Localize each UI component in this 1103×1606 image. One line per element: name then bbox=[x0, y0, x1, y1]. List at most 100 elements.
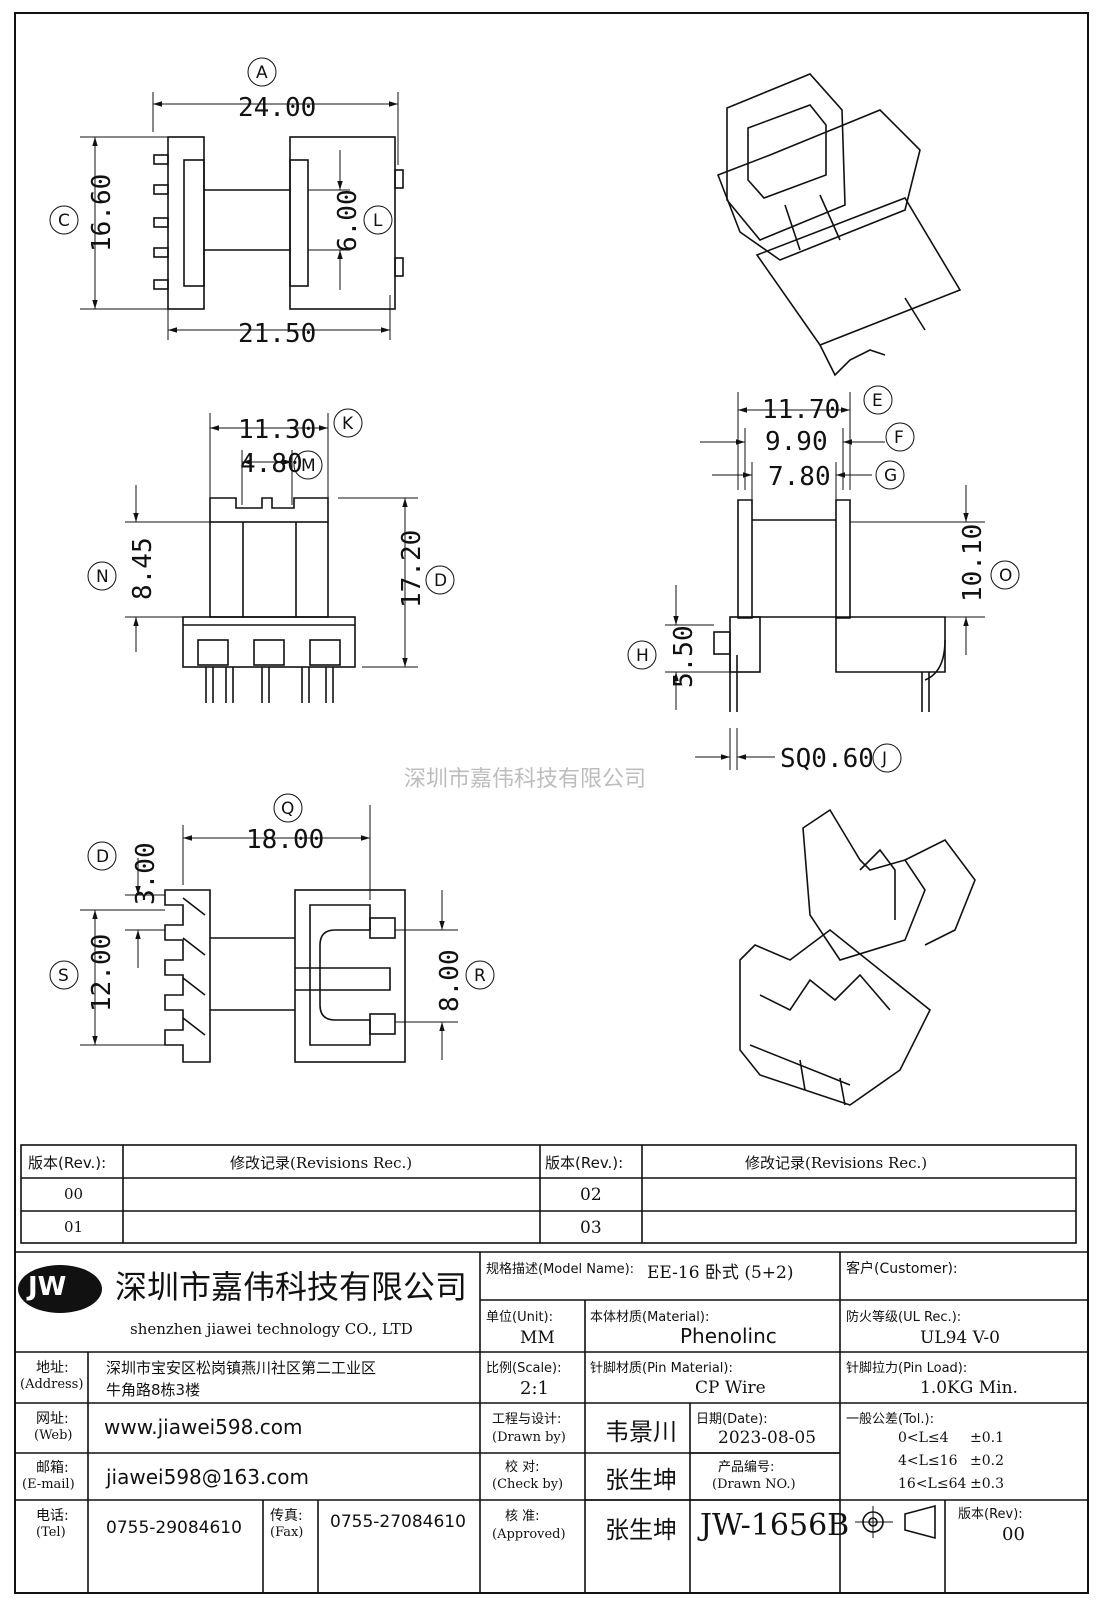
rev-row-0-left: 00 bbox=[64, 1185, 84, 1203]
customer-label: 客户(Customer): bbox=[846, 1261, 958, 1277]
side-view: 11.70 E 9.90 F 7.80 G 10.10 O bbox=[627, 385, 1020, 774]
tel-label-en: (Tel) bbox=[36, 1525, 66, 1540]
web-label: 网址: bbox=[36, 1411, 69, 1427]
tol-val-1: ±0.2 bbox=[970, 1453, 1004, 1469]
tol-val-0: ±0.1 bbox=[970, 1430, 1004, 1446]
rev-row-0-right: 02 bbox=[580, 1185, 602, 1205]
rev-row-1-left: 01 bbox=[64, 1218, 84, 1236]
bottom-view: 18.00 Q 3.00 D 12.00 S 8.00 bbox=[49, 793, 495, 1063]
dim-n-value: 8.45 bbox=[128, 537, 158, 600]
dim-q-value: 18.00 bbox=[246, 825, 324, 855]
tol-range-1: 4<L≤16 bbox=[898, 1453, 958, 1469]
drawn-label: 工程与设计: bbox=[492, 1412, 562, 1427]
email-link[interactable]: jiawei598@163.com bbox=[106, 1465, 310, 1489]
pin-material-value: CP Wire bbox=[695, 1378, 766, 1398]
material-label: 本体材质(Material): bbox=[590, 1310, 710, 1325]
rev-col-header-right: 版本(Rev.): bbox=[545, 1154, 624, 1172]
date-label: 日期(Date): bbox=[696, 1412, 768, 1427]
scale-label: 比例(Scale): bbox=[486, 1361, 562, 1376]
tol-range-0: 0<L≤4 bbox=[898, 1430, 949, 1446]
drawing-number: JW-1656B bbox=[700, 1508, 850, 1543]
dim-o-value: 10.10 bbox=[958, 524, 988, 602]
callout-d-bottom-letter: D bbox=[96, 847, 109, 867]
callout-o-letter: O bbox=[999, 566, 1012, 586]
address-label-en: (Address) bbox=[20, 1377, 84, 1392]
check-by-value: 张生坤 bbox=[605, 1466, 677, 1494]
pin-material-label: 针脚材质(Pin Material): bbox=[590, 1361, 733, 1376]
approved-label: 核 准: bbox=[505, 1509, 540, 1524]
drawn-by-value: 韦景川 bbox=[605, 1418, 677, 1446]
dim-f-value: 9.90 bbox=[765, 427, 828, 457]
callout-q-letter: Q bbox=[281, 799, 294, 819]
rec-col-header-right: 修改记录(Revisions Rec.) bbox=[745, 1154, 928, 1172]
company-name-cn: 深圳市嘉伟科技有限公司 bbox=[115, 1268, 468, 1306]
dim-c-value: 16.60 bbox=[87, 174, 117, 252]
watermark: 深圳市嘉伟科技有限公司 bbox=[404, 767, 646, 792]
dim-g-value: 7.80 bbox=[768, 462, 831, 492]
rev-col-header-left: 版本(Rev.): bbox=[28, 1154, 107, 1172]
drawn-no-label: 产品编号: bbox=[718, 1460, 775, 1475]
tel-label: 电话: bbox=[36, 1508, 69, 1524]
callout-n-letter: N bbox=[96, 567, 109, 587]
top-view: 24.00 A 16.60 C 6.00 L 21 bbox=[49, 57, 404, 349]
callout-d-side-letter: D bbox=[434, 571, 447, 591]
company-logo: JW bbox=[28, 1272, 67, 1302]
isometric-view-2 bbox=[739, 808, 976, 1106]
unit-value: MM bbox=[520, 1328, 555, 1348]
fax-label: 传真: bbox=[270, 1508, 303, 1524]
dim-d-bottom-value: 3.00 bbox=[131, 842, 161, 905]
callout-h-letter: H bbox=[636, 646, 649, 666]
tol-range-2: 16<L≤64 bbox=[898, 1476, 967, 1492]
revision-table bbox=[20, 1144, 1077, 1244]
title-block-grid bbox=[14, 1251, 1089, 1594]
callout-a-letter: A bbox=[256, 63, 268, 83]
date-value: 2023-08-05 bbox=[718, 1428, 817, 1448]
ul-label: 防火等级(UL Rec.): bbox=[846, 1310, 962, 1325]
company-name-en: shenzhen jiawei technology CO., LTD bbox=[130, 1320, 413, 1338]
dim-s-value: 12.00 bbox=[87, 934, 117, 1012]
address-line-1: 深圳市宝安区松岗镇燕川社区第二工业区 bbox=[106, 1359, 377, 1377]
callout-r-letter: R bbox=[474, 966, 486, 986]
rev-label: 版本(Rev): bbox=[958, 1507, 1023, 1522]
scale-value: 2:1 bbox=[520, 1378, 549, 1399]
callout-m-letter: M bbox=[301, 456, 316, 476]
email-label: 邮箱: bbox=[36, 1460, 69, 1476]
tol-label: 一般公差(Tol.): bbox=[846, 1412, 934, 1427]
pin-load-label: 针脚拉力(Pin Load): bbox=[846, 1361, 968, 1376]
callout-f-letter: F bbox=[894, 428, 904, 448]
check-label-en: (Check by) bbox=[492, 1477, 564, 1492]
approved-label-en: (Approved) bbox=[492, 1527, 566, 1542]
dim-e-value: 11.70 bbox=[762, 395, 840, 425]
approved-by-value: 张生坤 bbox=[605, 1516, 677, 1544]
drawing-sheet bbox=[14, 12, 1089, 1594]
fax-label-en: (Fax) bbox=[270, 1525, 304, 1540]
callout-e-letter: E bbox=[872, 391, 883, 411]
callout-l-letter: L bbox=[373, 211, 383, 231]
fax-value: 0755-27084610 bbox=[330, 1512, 466, 1532]
dim-h-value: 5.50 bbox=[669, 625, 699, 688]
pin-load-value: 1.0KG Min. bbox=[920, 1378, 1018, 1398]
unit-label: 单位(Unit): bbox=[486, 1310, 553, 1325]
web-label-en: (Web) bbox=[34, 1428, 73, 1443]
drawn-no-label-en: (Drawn NO.) bbox=[712, 1477, 796, 1492]
address-label: 地址: bbox=[36, 1360, 69, 1376]
dim-a-value: 24.00 bbox=[238, 93, 316, 123]
dim-l-value: 6.00 bbox=[333, 189, 363, 252]
callout-g-letter: G bbox=[884, 466, 897, 486]
dim-j-value: SQ0.60 bbox=[780, 744, 874, 774]
tel-value: 0755-29084610 bbox=[106, 1518, 242, 1538]
front-view: 11.30 K 4.80 M 8.45 N 17.20 bbox=[87, 408, 455, 703]
ul-value: UL94 V-0 bbox=[920, 1328, 1000, 1348]
callout-a-circle bbox=[247, 57, 277, 87]
material-value: Phenolinc bbox=[680, 1324, 777, 1348]
callout-j-letter: J bbox=[881, 749, 887, 769]
isometric-view-1 bbox=[716, 73, 962, 377]
model-label: 规格描述(Model Name): bbox=[486, 1262, 635, 1277]
drawn-label-en: (Drawn by) bbox=[492, 1430, 566, 1445]
dim-m-value: 4.80 bbox=[240, 449, 303, 479]
callout-k-letter: K bbox=[342, 414, 354, 434]
callout-c-letter: C bbox=[58, 211, 70, 231]
tol-val-2: ±0.3 bbox=[970, 1476, 1004, 1492]
website-link[interactable]: www.jiawei598.com bbox=[104, 1415, 303, 1439]
dim-b-value: 21.50 bbox=[238, 319, 316, 349]
